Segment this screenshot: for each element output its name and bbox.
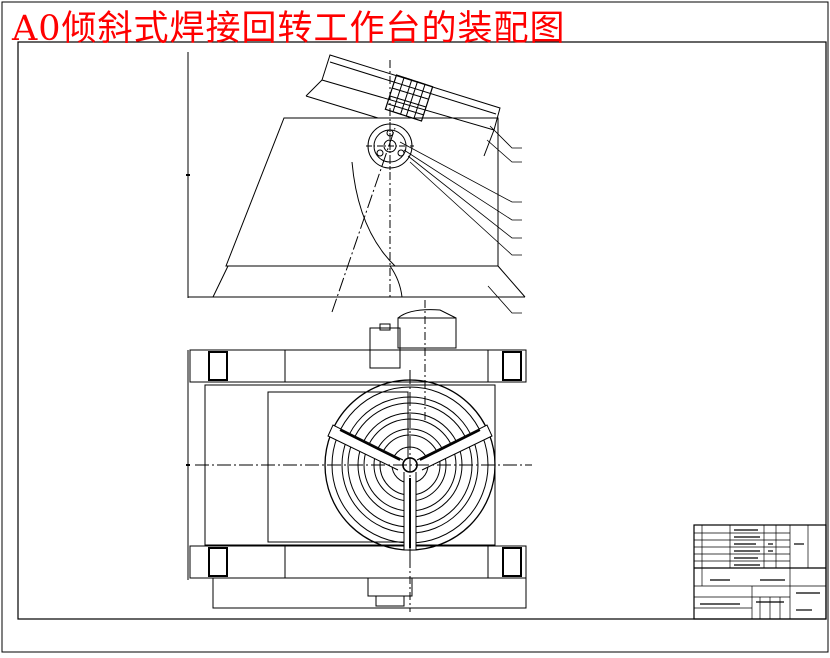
drawing-title: A0倾斜式焊接回转工作台的装配图 bbox=[12, 9, 566, 49]
bottom-drive bbox=[367, 560, 413, 612]
upper-rail bbox=[189, 349, 527, 383]
lower-rail bbox=[189, 545, 527, 579]
tilted-table bbox=[321, 54, 501, 131]
inner-frame bbox=[17, 41, 827, 620]
plan-view bbox=[186, 300, 532, 612]
clamp-detail bbox=[384, 74, 434, 122]
leader-lines bbox=[399, 125, 522, 314]
motor bbox=[369, 300, 457, 420]
machine-body bbox=[225, 117, 499, 267]
front-view bbox=[186, 52, 526, 314]
title-block bbox=[693, 524, 827, 620]
